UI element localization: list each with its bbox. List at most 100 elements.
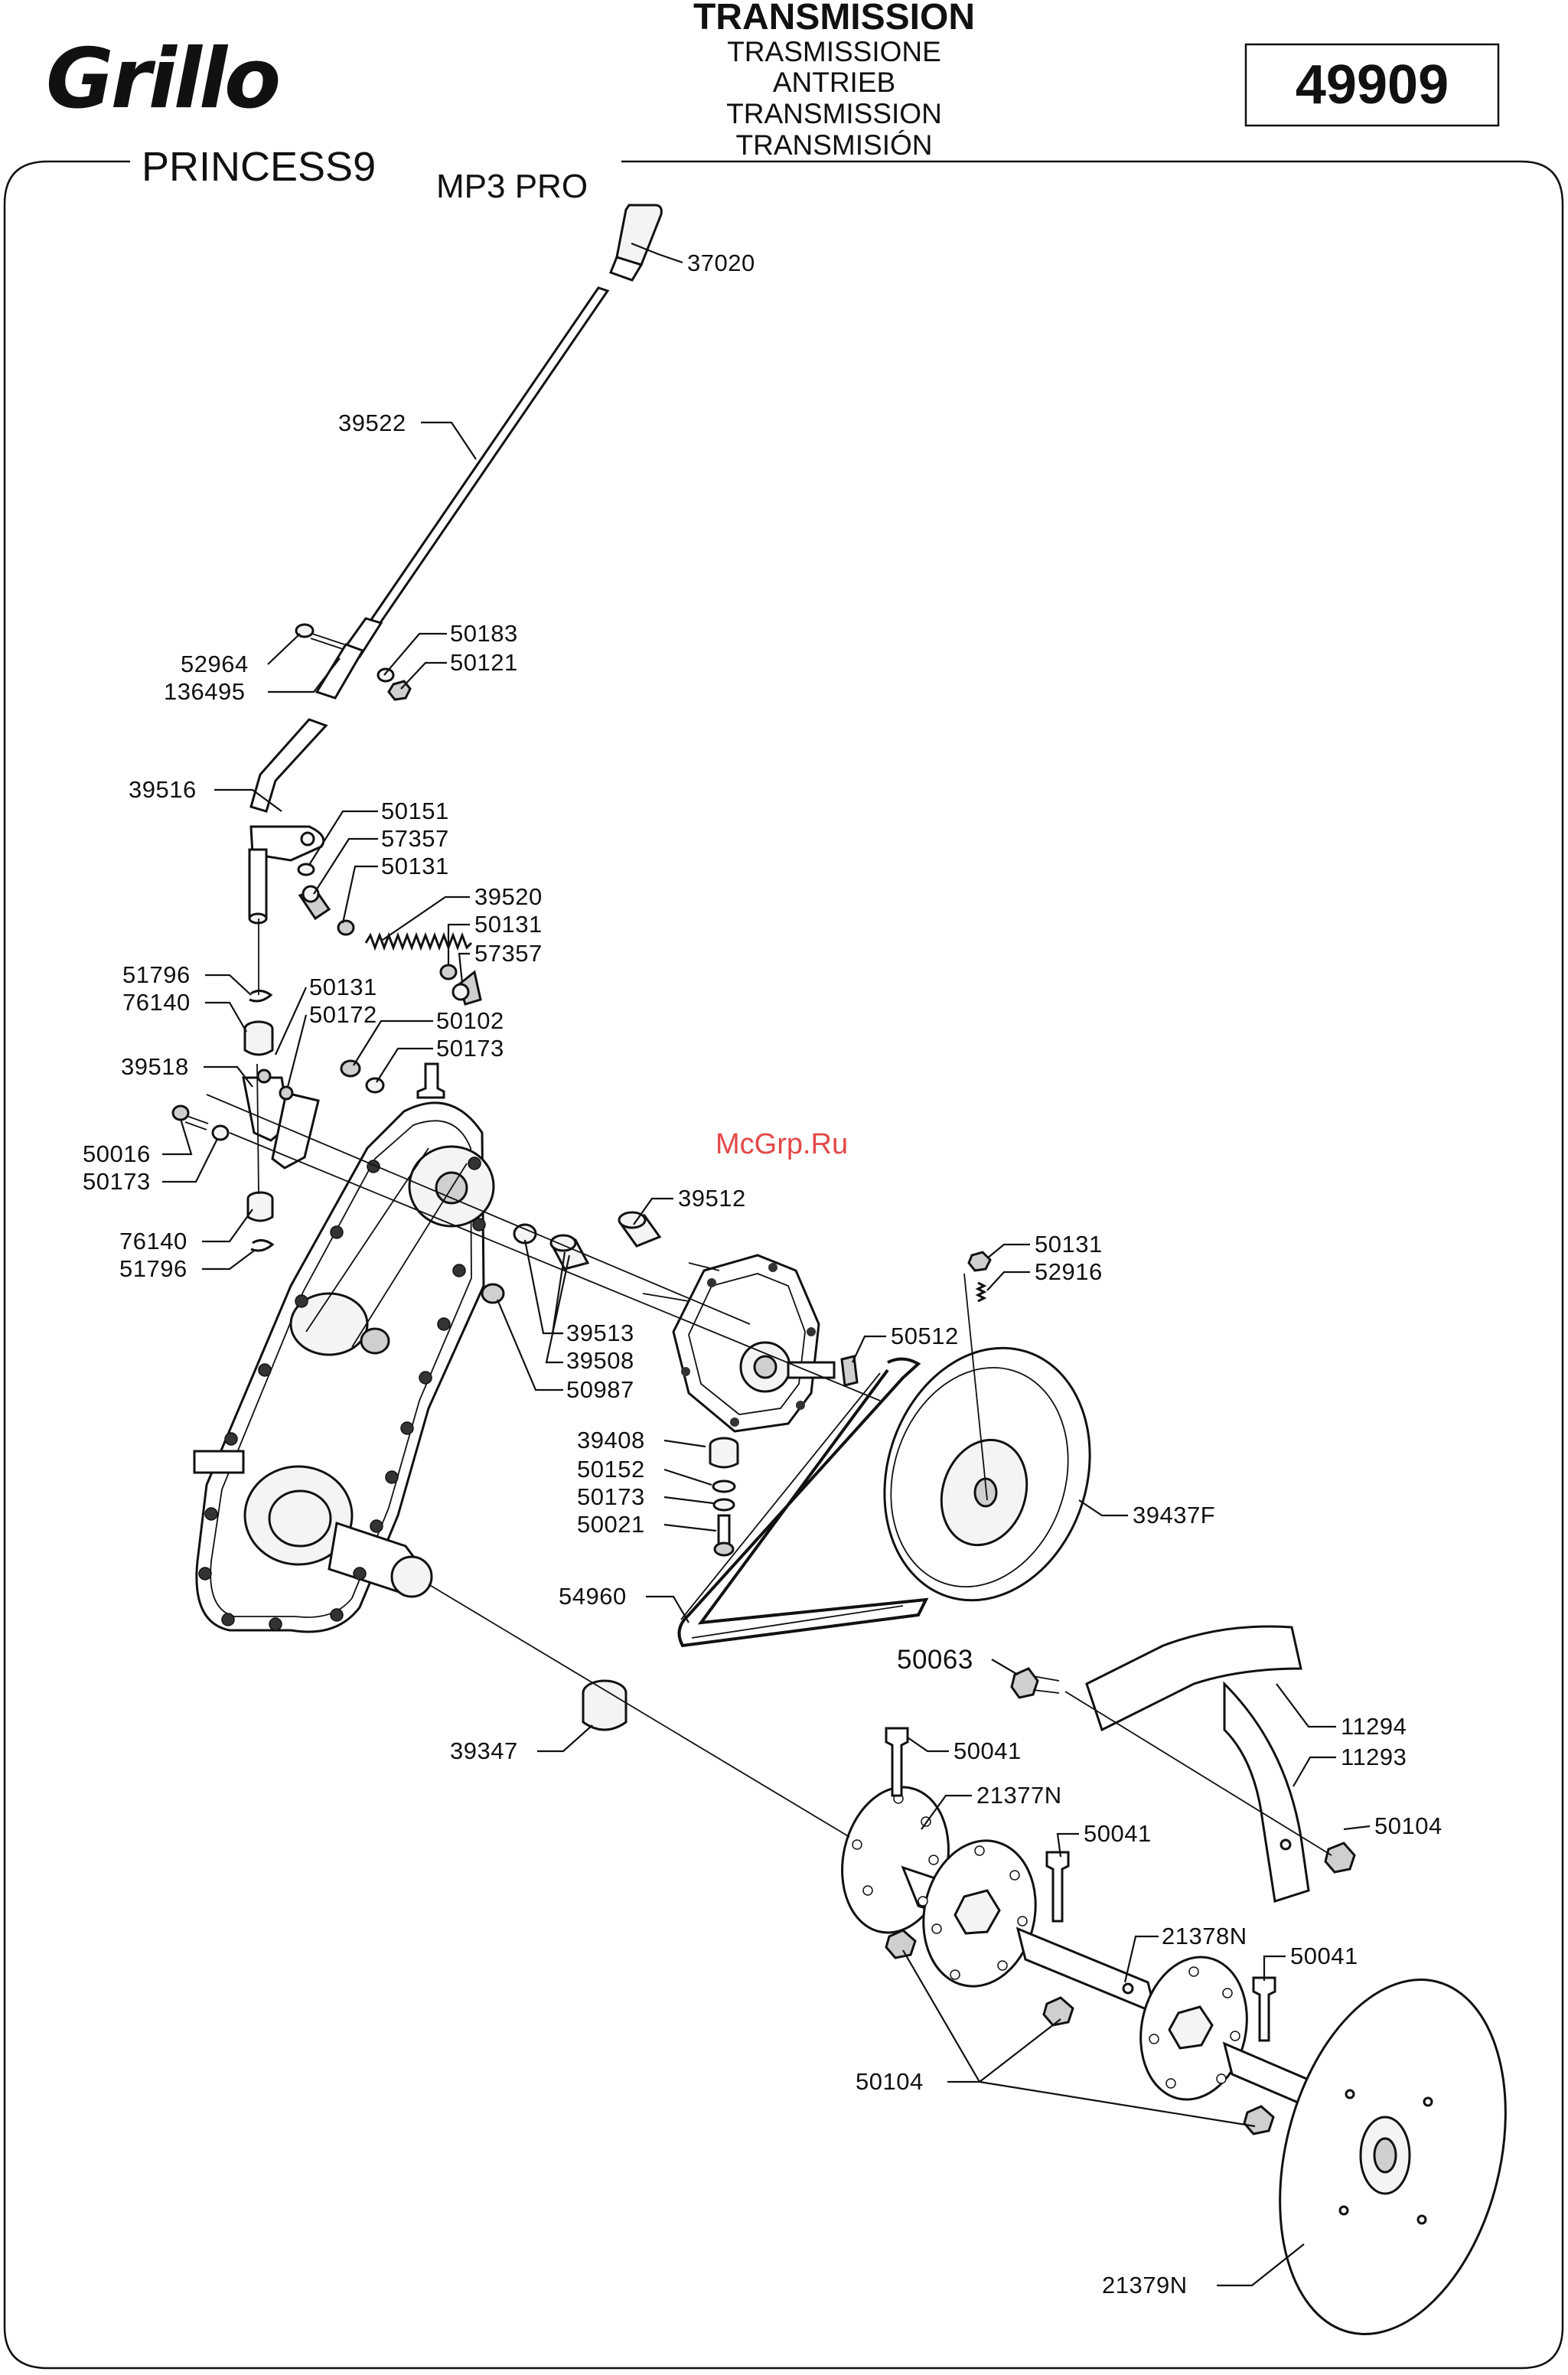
part-label: 50041 [1290,1943,1358,1969]
part-label: 39437F [1133,1502,1215,1528]
stud-bolt-drawing [416,1062,445,1099]
washer-50173-b-drawing [365,1077,385,1094]
part-label: 50172 [309,1001,377,1028]
shield-11293-drawing [1223,1681,1310,1903]
part-label: 50173 [436,1035,504,1062]
page-code: 49909 [1296,54,1449,116]
model-name: PRINCESS9 [142,144,376,190]
bushing-76140-b-drawing [246,1191,274,1222]
brand-logo: Grillo [46,31,282,127]
nut-50104-drawing [1324,1842,1356,1874]
part-label: 50151 [381,798,449,824]
bolt-50063-drawing [1010,1667,1060,1699]
part-label: 50131 [309,974,377,1000]
bushing-76140-drawing [243,1020,274,1056]
part-label: 57357 [381,825,449,852]
part-label: 50041 [954,1737,1022,1764]
part-label: 50152 [577,1456,645,1483]
nut-50104-c-drawing [1042,1996,1074,2027]
part-label: 37020 [687,250,755,276]
part-label: 39520 [474,883,543,910]
belt-54960-drawing [677,1357,929,1648]
part-label: 11293 [1341,1744,1407,1770]
circlip-51796-drawing [249,990,273,1003]
part-label: 50173 [577,1483,645,1510]
part-label: 51796 [119,1255,187,1282]
part-label: 136495 [164,678,245,705]
part-label: 54960 [559,1583,627,1610]
key-50512-drawing [840,1355,859,1387]
part-label: 21378N [1162,1923,1247,1949]
washer-50183-drawing [377,667,395,683]
hub-21377N-drawing [841,1786,1037,1988]
part-label: 50987 [566,1376,634,1403]
title-main: TRANSMISSION [693,0,975,38]
part-label: 50131 [474,911,543,938]
washer-50151-drawing [297,863,315,876]
title-german: ANTRIEB [773,67,895,98]
spring-39520-drawing [364,931,473,951]
bolt-50016-drawing [171,1104,209,1130]
circlip-51796-b-drawing [250,1239,275,1252]
part-label: 50104 [1374,1812,1442,1839]
nut-50131-b-drawing [439,964,458,980]
disc-21379N-drawing [1222,1979,1507,2335]
chain-case-drawing [193,1101,495,1633]
part-label: 50041 [1084,1820,1152,1847]
gearbox-drawing [642,1254,836,1433]
brand-logo-text: Grillo [46,31,279,127]
part-labels: 37020 39522 50183 52964 50121 136495 395… [83,250,1442,2298]
leader-lines [162,242,1371,2287]
part-label: 21379N [1102,2272,1188,2298]
part-label: 11294 [1341,1713,1407,1740]
ball-joint-57357-drawing [298,885,331,921]
shield-11294-drawing [1085,1625,1302,1732]
hub-21378N-drawing [1015,1926,1248,2101]
part-label: 50131 [1035,1231,1103,1258]
bolt-52964-drawing [295,623,345,650]
part-label: 39347 [450,1737,518,1764]
part-label: 52964 [181,651,249,677]
page-frame [3,160,1564,2370]
title-french: TRANSMISSION [726,98,942,129]
part-label: 50512 [891,1323,959,1349]
nut-50131-drawing [337,919,355,936]
part-label: 39518 [121,1053,189,1080]
code-box [1244,43,1500,127]
part-label: 39508 [566,1347,634,1374]
bolt-50021-drawing [713,1514,735,1557]
model-variant: MP3 PRO [436,168,588,205]
part-label: 52916 [1035,1258,1103,1285]
washer-50152-drawing [712,1479,736,1493]
part-label: 21377N [976,1782,1062,1809]
nut-50104-d-drawing [1243,2105,1275,2135]
part-label: 39513 [566,1320,634,1346]
set-screw-52916-drawing [975,1281,987,1303]
nut-50104-b-drawing [885,1929,917,1959]
lower-lever-39516-drawing [248,718,328,925]
lever-knob-drawing [609,204,663,282]
nut-50102-drawing [340,1059,361,1078]
washer-50173-drawing [211,1124,230,1141]
pulley-39437F-drawing [883,1346,1091,1602]
title-italian: TRASMISSIONE [727,36,941,67]
nut-50121-drawing [387,680,412,701]
part-label: 50021 [577,1511,645,1538]
part-label: 50173 [83,1168,151,1195]
part-label: 50183 [450,620,518,647]
part-label: 50104 [856,2068,924,2095]
nut-50131-c-drawing [967,1251,992,1272]
bolt-50041-c-drawing [1252,1976,1276,2042]
part-label: 51796 [122,961,191,988]
bolt-50041-drawing [885,1727,909,1797]
part-drawings [171,204,1507,2335]
part-label: 57357 [474,940,543,967]
part-label: 39408 [577,1427,645,1453]
part-label: 50121 [450,649,518,676]
part-label: 50063 [897,1645,973,1675]
part-label: 50102 [436,1007,504,1034]
part-label: 76140 [119,1228,187,1254]
part-label: 50016 [83,1140,151,1167]
